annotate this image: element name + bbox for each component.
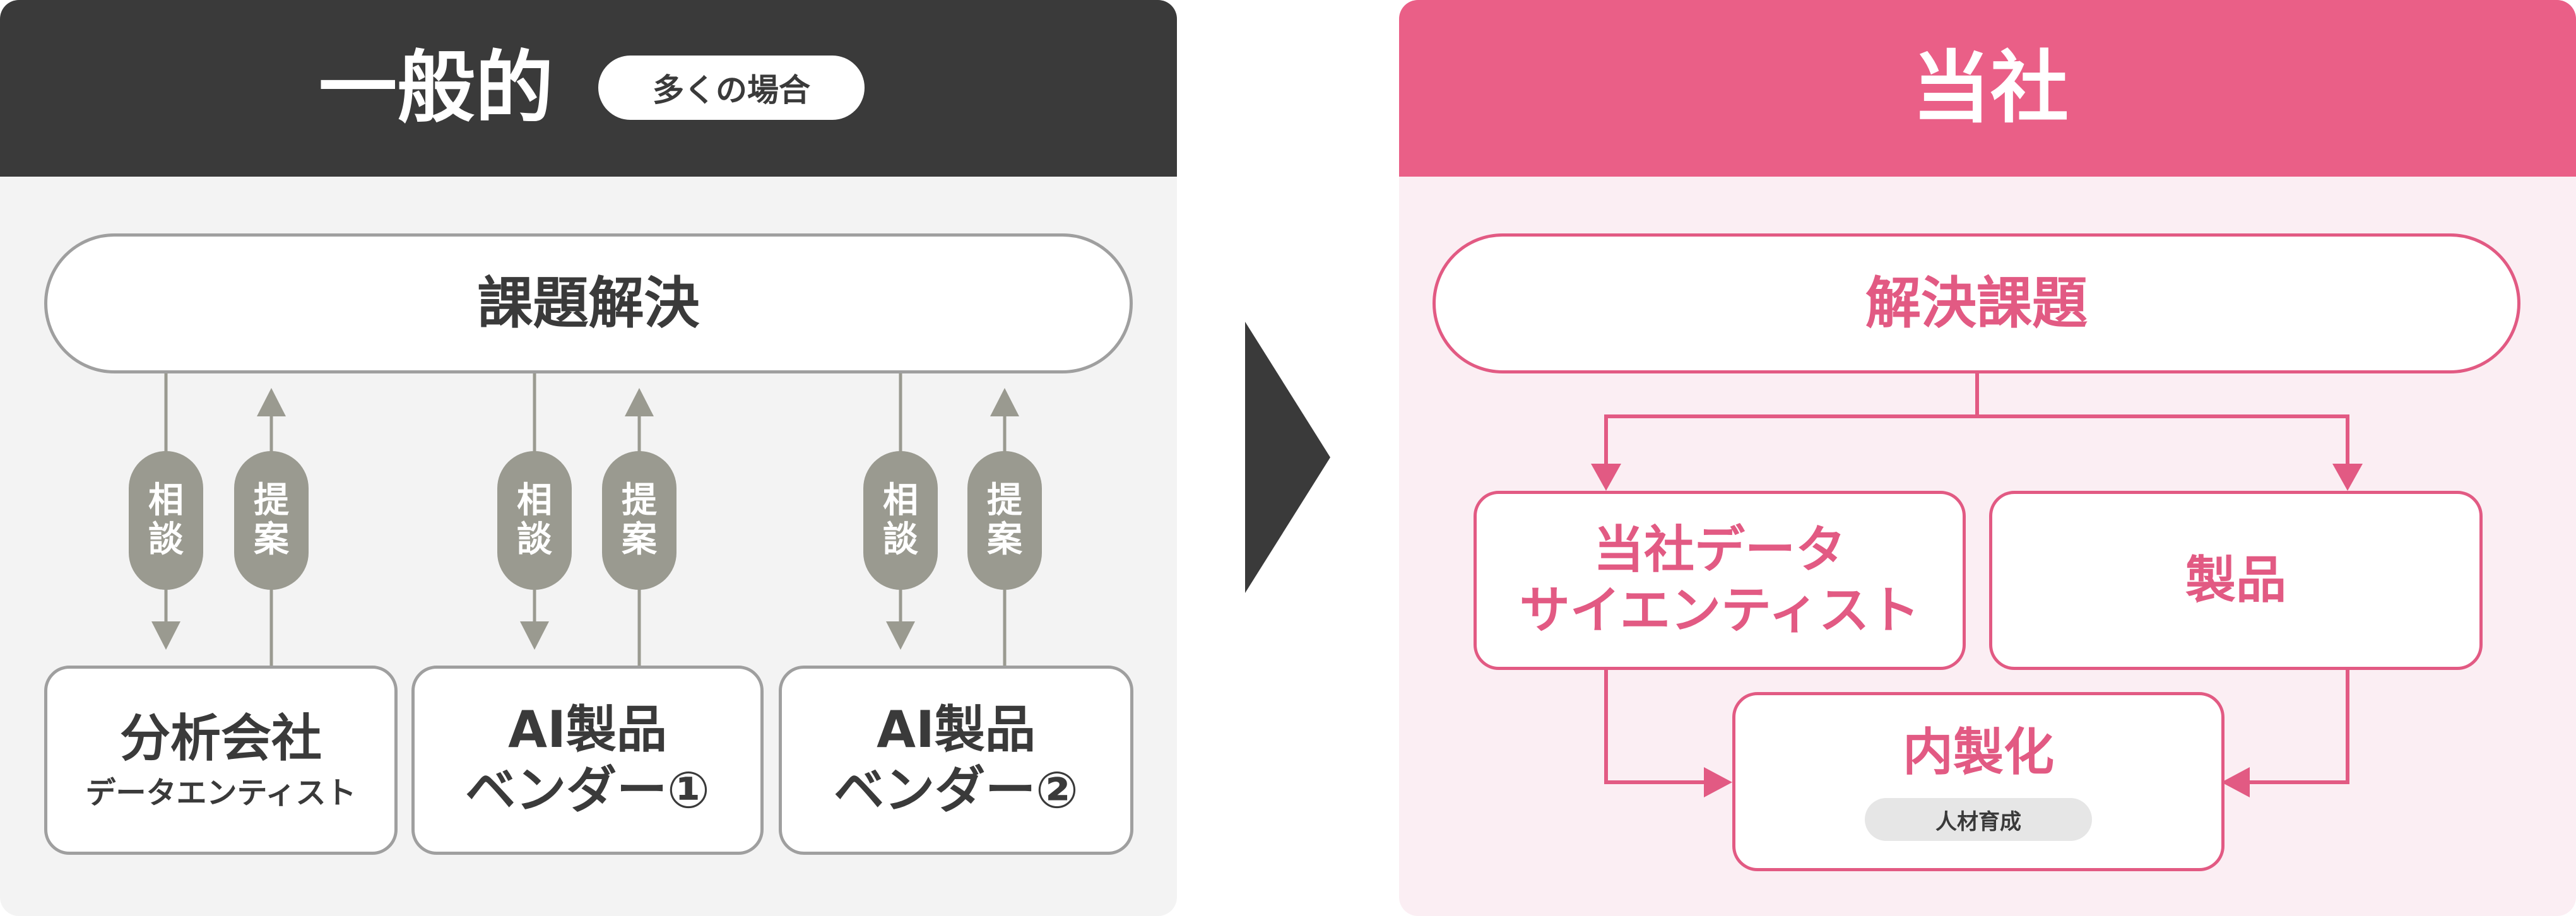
company-header	[1399, 0, 2576, 177]
typical-case-badge: 多くの場合	[598, 56, 865, 120]
product-label: 製品	[2185, 551, 2286, 609]
arrow-head-down-icon	[886, 621, 915, 650]
vendor-box-ai-2: AI製品 ベンダー②	[779, 666, 1133, 855]
company-panel	[1399, 0, 2576, 916]
arrow-head-left-icon	[2221, 767, 2250, 797]
arrow-head-up-icon	[257, 388, 286, 416]
data-scientist-box: 当社データ サイエンティスト	[1474, 491, 1966, 670]
vendor-subtitle: データエンティスト	[85, 775, 357, 811]
merge-line-left	[1604, 670, 1707, 784]
solution-box: 解決課題	[1433, 233, 2520, 373]
problem-solving-box: 課題解決	[44, 233, 1133, 373]
arrow-head-up-icon	[990, 388, 1019, 416]
propose-capsule-3: 提案	[967, 451, 1042, 590]
product-box: 製品	[1989, 491, 2483, 670]
vendor-box-analytics: 分析会社 データエンティスト	[44, 666, 398, 855]
inhouse-box: 内製化 人材育成	[1732, 692, 2224, 871]
arrow-head-up-icon	[625, 388, 654, 416]
consult-capsule-2: 相談	[497, 451, 572, 590]
merge-line-right	[2247, 670, 2349, 784]
vendor-name: AI製品	[508, 700, 667, 759]
talent-development-tag: 人材育成	[1865, 798, 2092, 841]
arrow-head-down-icon	[520, 621, 549, 650]
consult-capsule-3: 相談	[863, 451, 938, 590]
vendor-box-ai-1: AI製品 ベンダー①	[411, 666, 764, 855]
arrow-head-down-icon	[1591, 464, 1621, 491]
company-title: 当社	[1912, 43, 2069, 134]
vendor-name: 分析会社	[120, 709, 322, 768]
arrow-head-right-icon	[1704, 767, 1732, 797]
branch-line-left	[1604, 373, 1979, 470]
consult-capsule-1: 相談	[129, 451, 203, 590]
inhouse-label: 内製化	[1903, 723, 2054, 782]
general-header	[0, 0, 1177, 177]
solution-label: 解決課題	[1865, 271, 2088, 336]
data-scientist-line1: 当社データ	[1593, 520, 1846, 579]
data-scientist-line2: サイエンティスト	[1519, 581, 1920, 640]
vendor-name: AI製品	[877, 700, 1036, 759]
problem-solving-label: 課題解決	[477, 271, 700, 336]
propose-capsule-2: 提案	[602, 451, 676, 590]
arrow-head-down-icon	[2332, 464, 2363, 491]
arrow-head-down-icon	[151, 621, 180, 650]
branch-line-right	[1977, 414, 2349, 470]
general-title: 一般的	[319, 43, 554, 134]
vendor-subtitle: ベンダー①	[465, 761, 710, 819]
vendor-subtitle: ベンダー②	[834, 761, 1078, 819]
propose-capsule-1: 提案	[234, 451, 309, 590]
